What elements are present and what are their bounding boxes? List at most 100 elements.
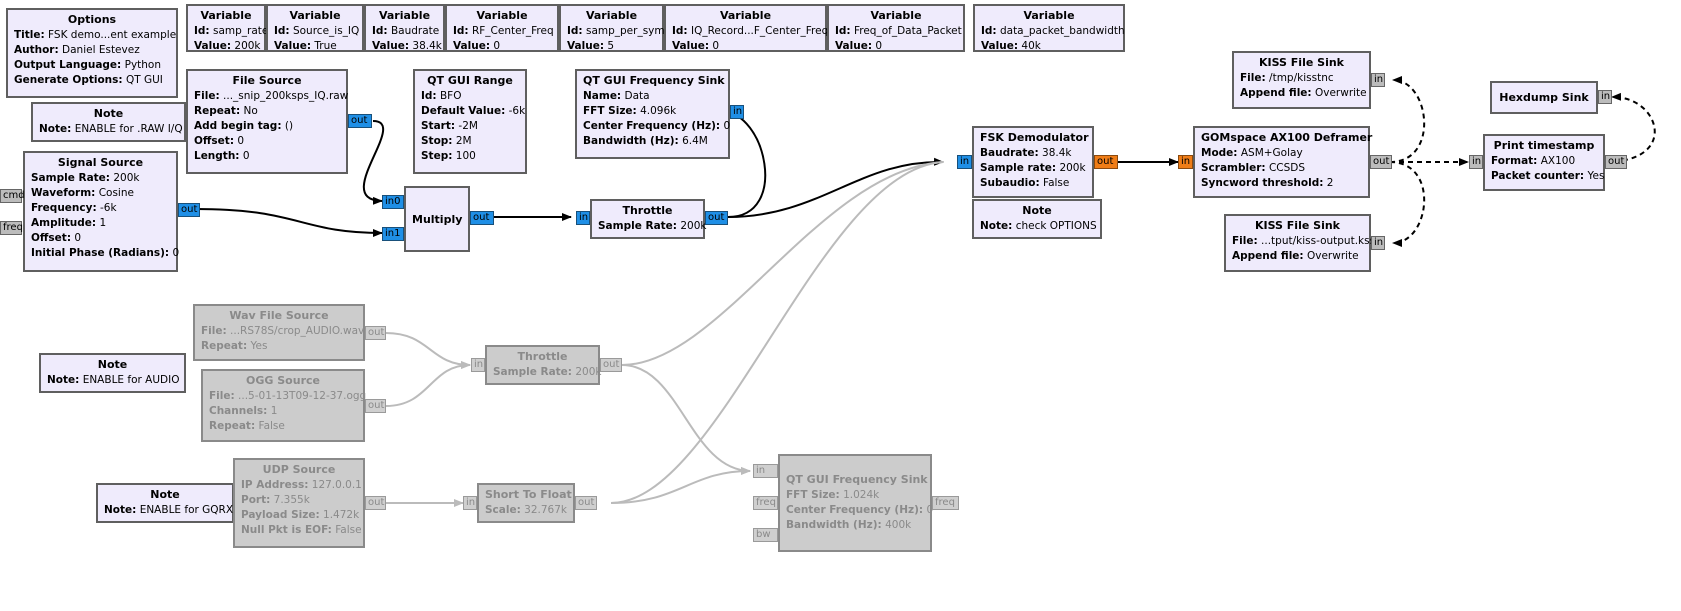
param-value: 38.4k — [412, 40, 442, 52]
port-out[interactable]: out — [178, 203, 200, 217]
param-key: Value: — [672, 40, 710, 52]
port-in[interactable]: in — [471, 358, 485, 372]
param-value: False — [335, 524, 362, 536]
param-value: False — [258, 420, 285, 432]
param-key: Sample Rate: — [31, 172, 110, 184]
port-freq[interactable]: freq — [0, 221, 23, 235]
port-in0[interactable]: in0 — [382, 195, 404, 209]
port-in[interactable]: in — [1598, 90, 1612, 104]
param-value: CCSDS — [1268, 162, 1306, 174]
param-key: Note: — [47, 374, 80, 386]
port-out[interactable]: out — [470, 211, 494, 225]
param-value: True — [314, 40, 337, 52]
block-param: Author: Daniel Estevez — [14, 43, 170, 58]
port-in[interactable]: in — [1371, 73, 1385, 87]
port-in[interactable]: in — [1178, 155, 1193, 169]
port-out[interactable]: out — [365, 496, 386, 510]
port-in[interactable]: in — [1469, 155, 1483, 169]
param-key: Sample rate: — [980, 162, 1057, 174]
param-key: Scale: — [485, 504, 521, 516]
param-key: Value: — [274, 40, 312, 52]
port-in1[interactable]: in1 — [382, 227, 404, 241]
hexdump-sink-block[interactable]: Hexdump Sink — [1490, 81, 1598, 114]
param-value: 200k — [1059, 162, 1086, 174]
param-value: -2M — [458, 120, 478, 132]
port-freq[interactable]: freq — [932, 496, 959, 510]
port-out[interactable]: out — [705, 211, 728, 225]
port-in[interactable]: in — [463, 496, 477, 510]
block-param: Waveform: Cosine — [31, 186, 170, 201]
param-key: Scrambler: — [1201, 162, 1266, 174]
port-out[interactable]: out — [600, 358, 622, 372]
block-param: Center Frequency (Hz): 0 — [786, 503, 933, 518]
port-out[interactable]: out — [575, 496, 597, 510]
port-out[interactable]: out — [1094, 155, 1118, 169]
block-title: QT GUI Frequency Sink — [786, 473, 928, 486]
port-out[interactable]: out — [348, 114, 372, 128]
port-in[interactable]: in — [753, 464, 778, 478]
block-title: FSK Demodulator — [980, 131, 1089, 144]
port-out[interactable]: out — [365, 399, 386, 413]
param-key: Port: — [241, 494, 271, 506]
param-key: Id: — [274, 25, 290, 37]
port-in[interactable]: in — [730, 105, 744, 119]
block-title: Variable — [378, 9, 431, 22]
block-param: File: ..._snip_200ksps_IQ.raw — [194, 89, 348, 104]
param-key: Start: — [421, 120, 456, 132]
port-out[interactable]: out — [1605, 155, 1627, 169]
port-cmd[interactable]: cmd — [0, 189, 25, 203]
block-param: Step: 100 — [421, 149, 519, 164]
port-in[interactable]: in — [576, 211, 590, 225]
block-title: Variable — [719, 9, 772, 22]
port-in[interactable]: in — [957, 155, 972, 169]
port-bw[interactable]: bw — [753, 528, 778, 542]
block-param: Append file: Overwrite — [1232, 249, 1363, 264]
port-freq[interactable]: freq — [753, 496, 778, 510]
block-title: Variable — [200, 9, 252, 22]
port-out[interactable]: out — [365, 326, 386, 340]
param-value: 5 — [607, 40, 615, 52]
param-key: Repeat: — [209, 420, 256, 432]
block-title: Throttle — [622, 204, 673, 217]
param-value: Baudrate — [390, 25, 440, 37]
port-in[interactable]: in — [1371, 236, 1385, 250]
multiply-block[interactable]: Multiply — [404, 186, 470, 252]
block-param: Value: 0 — [835, 39, 957, 54]
port-out[interactable]: out — [1370, 155, 1392, 169]
param-value: 1 — [99, 217, 107, 229]
param-key: Title: — [14, 29, 45, 41]
param-value: 38.4k — [1042, 147, 1072, 159]
block-param: Amplitude: 1 — [31, 216, 170, 231]
block-param: File: ...tput/kiss-output.kss — [1232, 234, 1375, 249]
